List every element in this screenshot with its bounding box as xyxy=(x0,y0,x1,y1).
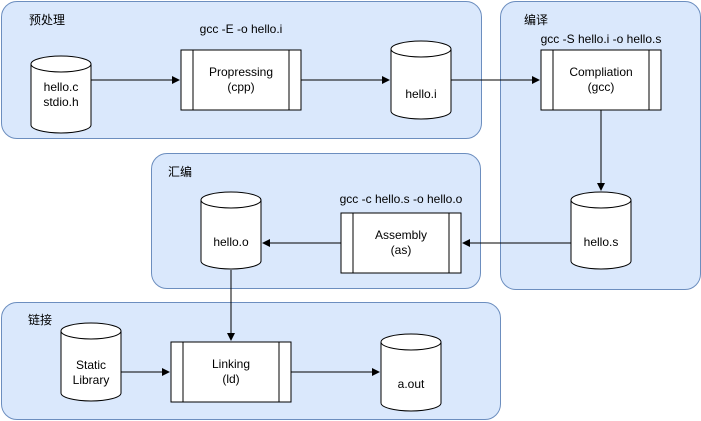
library-line-1: Static xyxy=(75,358,106,372)
process-box-cpp xyxy=(180,49,302,111)
file-label-hello-o: hello.o xyxy=(213,235,249,249)
process-tool-gcc: (gcc) xyxy=(587,80,615,94)
library-line-2: Library xyxy=(72,373,110,387)
group-title-preprocess: 预处理 xyxy=(29,13,66,27)
cylinder-hello-s xyxy=(570,191,632,270)
file-label-hello-c: hello.c stdio.h xyxy=(31,80,91,110)
cylinder-a-out xyxy=(380,333,442,412)
process-name-cpp: Propressing xyxy=(208,65,274,79)
group-title-link: 链接 xyxy=(28,313,53,327)
process-name-ld: Linking xyxy=(211,357,251,371)
process-name-gcc: Compliation xyxy=(569,65,633,79)
cylinder-hello-c xyxy=(30,55,92,134)
process-box-ld xyxy=(170,341,292,403)
process-name-as: Assembly xyxy=(374,228,427,242)
file-name-hello-c: hello.c xyxy=(43,80,79,94)
process-tool-ld: (ld) xyxy=(222,372,240,386)
file-label-a-out: a.out xyxy=(397,377,425,391)
command-compile: gcc -S hello.i -o hello.s xyxy=(540,32,662,46)
cylinder-static-library xyxy=(60,322,122,402)
process-box-gcc xyxy=(540,49,662,111)
file-label-hello-s: hello.s xyxy=(583,235,619,249)
command-assemble: gcc -c hello.s -o hello.o xyxy=(339,192,463,206)
cylinder-hello-o xyxy=(200,191,262,270)
process-label-ld: Linking (ld) xyxy=(183,357,279,387)
group-title-assemble: 汇编 xyxy=(168,165,193,179)
process-label-gcc: Compliation (gcc) xyxy=(553,65,649,95)
process-box-as xyxy=(340,212,462,274)
group-title-compile: 编译 xyxy=(524,13,549,27)
file-name-stdio-h: stdio.h xyxy=(43,95,79,109)
file-label-static-library: Static Library xyxy=(61,358,121,388)
file-label-hello-i: hello.i xyxy=(405,87,437,101)
process-tool-cpp: (cpp) xyxy=(227,80,255,94)
process-label-cpp: Propressing (cpp) xyxy=(193,65,289,95)
process-label-as: Assembly (as) xyxy=(353,228,449,258)
cylinder-hello-i xyxy=(390,40,452,120)
process-tool-as: (as) xyxy=(390,243,412,257)
command-preprocess: gcc -E -o hello.i xyxy=(199,22,283,36)
